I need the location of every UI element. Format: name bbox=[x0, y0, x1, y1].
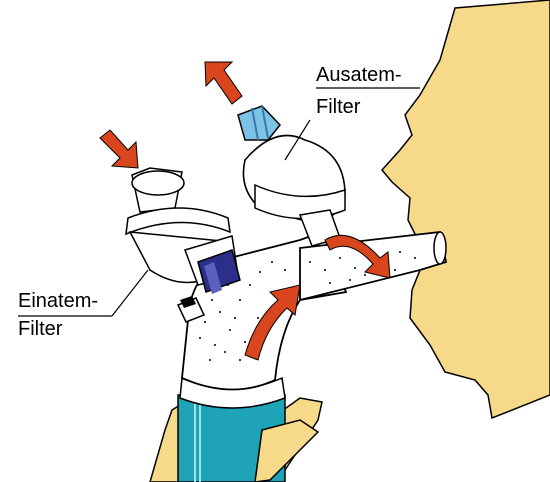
face-profile bbox=[382, 0, 550, 418]
label-einatem-filter-line2: Filter bbox=[18, 318, 62, 340]
label-ausatem-filter-line2: Filter bbox=[316, 96, 360, 118]
arrow-inhale-in bbox=[100, 130, 138, 168]
mouthpiece-tip bbox=[434, 232, 446, 264]
arrow-exhale-out bbox=[205, 62, 242, 104]
leader-einatem-to-filter bbox=[112, 270, 148, 316]
exhale-filter bbox=[243, 136, 345, 247]
label-einatem-filter-line1: Einatem- bbox=[18, 290, 98, 312]
label-ausatem-filter-line1: Ausatem- bbox=[316, 64, 402, 86]
exhale-valve bbox=[238, 106, 280, 140]
hand-thumb bbox=[255, 420, 318, 482]
